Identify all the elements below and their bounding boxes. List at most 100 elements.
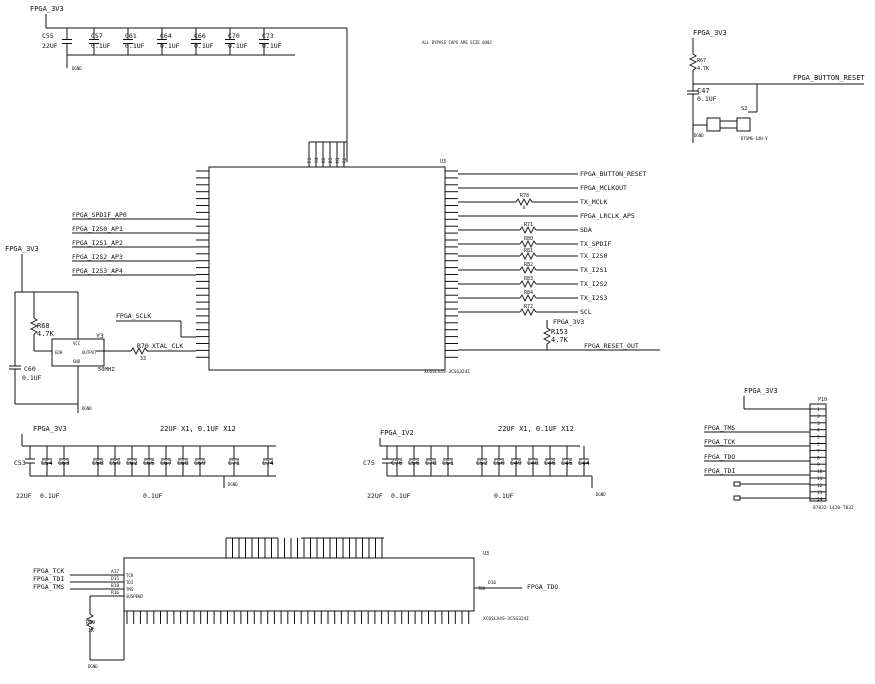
r72-ref: R72 xyxy=(524,304,533,310)
p10-pin-number: 5 xyxy=(817,435,820,441)
r82-resistor xyxy=(519,265,537,275)
bank1v2-capacitor xyxy=(392,446,402,476)
bank3v3-cap-ref: C68 xyxy=(177,459,189,467)
net-fpga-tdo-out: FPGA_TDO xyxy=(527,583,558,591)
bank1v2-cap-ref: C50 xyxy=(493,459,505,467)
bank3v3-summary: 22UF X1, 0.1UF X12 xyxy=(160,425,236,433)
p10-pin-number: 8 xyxy=(817,455,820,461)
r68-ref: R68 xyxy=(37,322,50,330)
top-bypass-caps: FPGA_3V3 DGND C55 22UF C57 0.1UF C61 0.1… xyxy=(30,5,492,162)
top-bypass-capacitor xyxy=(89,28,99,55)
r71-ref: R71 xyxy=(524,222,533,228)
top-cap-ref: C73 xyxy=(262,32,274,40)
bank3v3-capacitor xyxy=(127,446,137,476)
bank1v2-val-01uf-b: 0.1UF xyxy=(494,492,514,500)
u3-power-jtag-block: U3 XC6SLX4S-3CSG324I FPGA_TCK FPGA_TDI F… xyxy=(33,537,558,669)
bank-1v2-decoupling: FPGA_1V2 22UF X1, 0.1UF X12 DGND C75 C76… xyxy=(363,425,606,500)
r68-value: 4.7K xyxy=(37,330,55,338)
s2-part: DTSM6-64N-V xyxy=(741,136,768,141)
r153-ref: R153 xyxy=(551,328,568,336)
top-bypass-capacitor xyxy=(225,28,235,55)
bank3v3-rail-label: FPGA_3V3 xyxy=(33,425,67,433)
r67-ref: R67 xyxy=(697,58,706,64)
p10-pin-number: 2 xyxy=(817,414,820,420)
top-cap-ref: C57 xyxy=(91,32,103,40)
reset-rail-label: FPGA_3V3 xyxy=(693,29,727,37)
bank3v3-cap-ref: C54 xyxy=(41,459,53,467)
top-caps-rail-label: FPGA_3V3 xyxy=(30,5,64,13)
r78-value: 0 xyxy=(523,205,526,210)
net-sda: SDA xyxy=(580,226,592,234)
u3-pin-a17: A17 xyxy=(111,569,119,575)
c47-value: 0.1UF xyxy=(697,95,717,103)
bank3v3-gnd-label: DGND xyxy=(228,482,238,487)
net-tx-i2s2: TX_I2S2 xyxy=(580,280,607,288)
net-spdif-ap0: FPGA_SPDIF_AP0 xyxy=(72,211,127,219)
c60-value: 0.1UF xyxy=(22,374,42,382)
bank1v2-cap-ref: C75 xyxy=(363,459,375,467)
bank1v2-capacitor xyxy=(443,446,453,476)
net-sclk: FPGA_SCLK xyxy=(116,312,151,320)
top-cap-ref: C55 xyxy=(42,32,54,40)
bank3v3-val-01uf-b: 0.1UF xyxy=(143,492,163,500)
bank1v2-capacitor xyxy=(409,446,419,476)
top-bypass-capacitor xyxy=(259,28,269,55)
u3-bottom-gnd-label: DGND xyxy=(88,664,98,669)
bank1v2-capacitor xyxy=(562,446,572,476)
bank1v2-capacitor xyxy=(426,446,436,476)
y3-pin-vcc: VCC xyxy=(73,341,81,346)
bank3v3-capacitor xyxy=(93,446,103,476)
top-bypass-capacitor xyxy=(191,28,201,55)
bank3v3-capacitor xyxy=(263,446,273,476)
top-cap-value: 0.1UF xyxy=(262,42,282,50)
r67-resistor xyxy=(688,53,698,71)
r81-resistor xyxy=(519,251,537,261)
r153-rail-label: FPGA_3V3 xyxy=(553,318,584,326)
net-tx-mclk: TX_MCLK xyxy=(580,198,607,206)
osc-rail-label: FPGA_3V3 xyxy=(5,245,39,253)
r153-value: 4.7K xyxy=(551,336,569,344)
net-i2s0-ap1: FPGA_I2S0_AP1 xyxy=(72,225,123,233)
r69-value: 1K xyxy=(88,628,94,634)
p10-pin-number: 4 xyxy=(817,428,820,434)
u3-power-pin-number: M1 xyxy=(335,157,341,163)
u3-top-body xyxy=(208,166,446,371)
r78-resistor xyxy=(515,197,533,207)
bank1v2-val-22uf: 22UF xyxy=(367,492,383,500)
bank1v2-capacitor xyxy=(579,446,589,476)
switch-s2-left xyxy=(706,117,721,132)
bank1v2-capacitor xyxy=(477,446,487,476)
net-xtal-clk: XTAL_CLK xyxy=(152,342,183,350)
top-bypass-capacitor xyxy=(157,28,167,55)
r70-ref: R70 xyxy=(137,342,149,350)
bank1v2-gnd-label: DGND xyxy=(596,492,606,497)
bank1v2-cap-ref: C46 xyxy=(544,459,556,467)
reset-circuit: FPGA_3V3 R67 4.7K FPGA_BUTTON_RESET C47 … xyxy=(687,29,865,143)
oscillator-circuit: FPGA_3V3 C60 0.1UF R68 4.7K Y3 50MHZ EOH… xyxy=(5,245,115,413)
r80-resistor xyxy=(519,239,537,249)
jtag-gnd-flag-a xyxy=(733,481,741,487)
top-cap-value: 0.1UF xyxy=(228,42,248,50)
p10-body xyxy=(809,403,827,502)
p10-pin-number: 9 xyxy=(817,462,820,468)
bank1v2-cap-ref: C52 xyxy=(476,459,488,467)
bank3v3-capacitor xyxy=(195,446,205,476)
bank3v3-cap-ref: C71 xyxy=(228,459,240,467)
p10-pin-number: 1 xyxy=(817,407,820,413)
r80-ref: R80 xyxy=(524,236,533,242)
bank3v3-capacitor xyxy=(161,446,171,476)
top-cap-value: 0.1UF xyxy=(194,42,214,50)
u3-bottom-part: XC6SLX4S-3CSG324I xyxy=(483,616,529,622)
y3-ref: Y3 xyxy=(96,332,104,340)
p10-ref: P10 xyxy=(818,397,827,403)
net-i2s3-ap4: FPGA_I2S3_AP4 xyxy=(72,267,123,275)
p10-pin-number: 12 xyxy=(817,483,823,489)
bank1v2-cap-ref: C49 xyxy=(510,459,522,467)
net-lrclk-ap5: FPGA_LRCLK_AP5 xyxy=(580,212,635,220)
bank1v2-cap-symbols xyxy=(382,446,589,476)
u3-power-pin-number: E2 xyxy=(307,157,313,163)
net-i2s1-ap2: FPGA_I2S1_AP2 xyxy=(72,239,123,247)
net-reset-out: FPGA_RESET_OUT xyxy=(584,342,639,350)
